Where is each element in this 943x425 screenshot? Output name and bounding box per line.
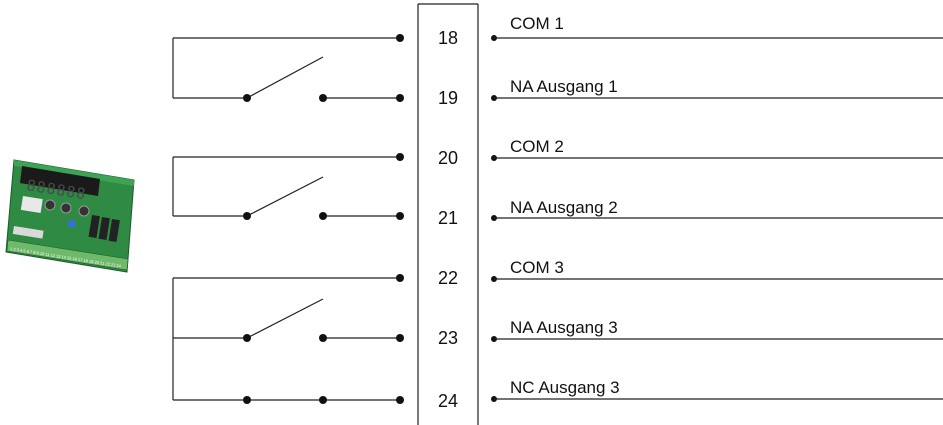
- output-label-na-3: NA Ausgang 3: [510, 318, 618, 337]
- terminal-number-18: 18: [438, 28, 458, 48]
- switch-contact-open: [246, 176, 324, 217]
- relay-icon: [88, 215, 100, 238]
- terminal-number-24: 24: [438, 391, 458, 411]
- terminal-number-20: 20: [438, 148, 458, 168]
- button-icon: [60, 202, 72, 214]
- terminal-number-21: 21: [438, 208, 458, 228]
- terminal-block: [417, 3, 479, 425]
- output-label-na-1: NA Ausgang 1: [510, 77, 618, 96]
- terminal-number-19: 19: [438, 88, 458, 108]
- relay-icon: [108, 219, 120, 242]
- output-label-com-1: COM 1: [510, 14, 564, 33]
- relay-3-circuit: [172, 274, 404, 404]
- seven-segment-display: [20, 166, 100, 196]
- relay-2-circuit: [172, 153, 404, 220]
- output-label-nc-3: NC Ausgang 3: [510, 378, 620, 397]
- terminal-strip: [6, 239, 129, 271]
- output-label-com-3: COM 3: [510, 258, 564, 277]
- terminal-number-23: 23: [438, 328, 458, 348]
- relay-1-circuit: [172, 34, 404, 102]
- output-label-com-2: COM 2: [510, 137, 564, 156]
- output-label-na-2: NA Ausgang 2: [510, 198, 618, 217]
- potentiometer-icon: [68, 220, 76, 228]
- output-lines: [491, 35, 943, 402]
- button-icon: [78, 205, 90, 217]
- relay-module-illustration: 888888 1 2 3 4 5 6 7 8 9 10 11 12 13 14 …: [5, 159, 135, 273]
- relay-icon: [98, 217, 110, 240]
- terminal-number-22: 22: [438, 268, 458, 288]
- label-sticker: [20, 196, 43, 213]
- switch-contact-open: [246, 56, 324, 99]
- switch-contact-open: [246, 298, 324, 339]
- button-icon: [44, 199, 56, 211]
